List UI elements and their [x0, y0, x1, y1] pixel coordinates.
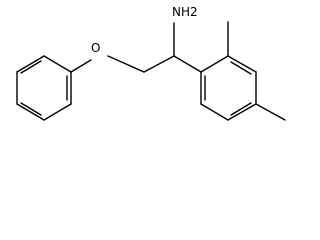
ether-chain: O NH2 — [70, 5, 202, 73]
bond — [43, 103, 72, 121]
chemical-structure: O NH2 — [16, 5, 286, 121]
bond — [16, 55, 45, 73]
double-bond-inner — [230, 102, 252, 116]
amine-label: NH2 — [172, 5, 198, 19]
double-bond-inner — [230, 61, 252, 75]
dimethylphenyl-ring — [200, 21, 286, 121]
bond — [200, 55, 229, 73]
oxygen-label: O — [91, 41, 100, 55]
double-bond-inner — [20, 102, 42, 116]
bond — [227, 55, 257, 73]
bond — [16, 103, 45, 121]
methyl-bond — [255, 103, 286, 121]
bond — [200, 103, 229, 121]
phenoxy-ring — [16, 55, 72, 121]
bond — [227, 103, 257, 121]
bond — [173, 55, 202, 73]
bond — [107, 55, 145, 73]
bond — [70, 59, 92, 73]
double-bond-inner — [20, 60, 42, 74]
bond — [143, 55, 175, 73]
bond — [43, 55, 72, 73]
